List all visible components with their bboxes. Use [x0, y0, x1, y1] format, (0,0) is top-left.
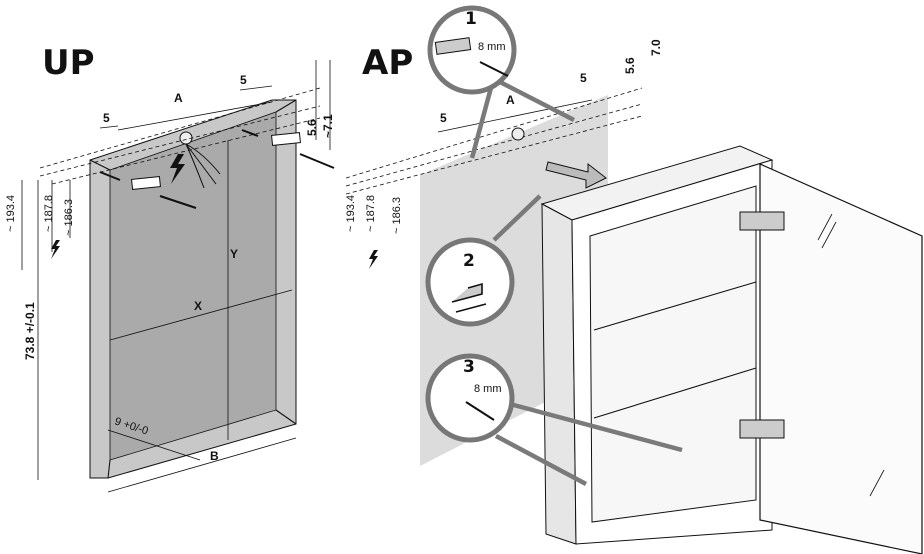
ap-dim-5-6: 5.6 — [623, 57, 637, 74]
mirror-door — [759, 163, 923, 554]
ap-dim-5-left: 5 — [440, 111, 447, 125]
callout-2-number: 2 — [463, 251, 475, 271]
clip-icon — [451, 282, 487, 313]
ap-dim-a: A — [506, 93, 515, 107]
bracket-right-icon — [241, 129, 335, 169]
up-dim-b: B — [210, 449, 219, 463]
ap-section: AP A 5 5 5.6 7.0 ~ 193.4 ~ 187.8 ~ 186.3 — [345, 5, 923, 554]
ap-dim-5-right: 5 — [580, 71, 587, 85]
up-dim-193-4: ~ 193.4 — [5, 195, 17, 232]
callout-3: 3 8 mm — [425, 353, 683, 486]
up-title: UP — [42, 43, 95, 83]
up-dim-186-3: ~ 186.3 — [63, 199, 75, 236]
ap-dim-193-4: ~ 193.4 — [345, 195, 357, 232]
electric-hazard-ap-icon — [369, 250, 378, 269]
electric-hazard-small-icon — [51, 240, 60, 259]
ap-dim-186-3: ~ 186.3 — [391, 197, 403, 234]
up-dim-187-8: ~ 187.8 — [43, 195, 55, 232]
bracket-left-icon — [99, 171, 197, 209]
callout-3-number: 3 — [463, 357, 475, 377]
electric-hazard-icon — [170, 154, 185, 184]
ap-dim-7-0: 7.0 — [649, 39, 663, 56]
up-section: UP A 5 5 — [5, 43, 335, 493]
hinge-bottom-icon — [739, 419, 785, 439]
callout-3-label: 8 mm — [474, 383, 502, 395]
up-dim-a: A — [174, 91, 183, 105]
hinge-top-icon — [739, 211, 785, 231]
mount-arrow-icon — [545, 161, 607, 189]
up-dim-5-left: 5 — [103, 111, 110, 125]
ap-cable-entry-icon — [511, 127, 525, 141]
callout-1-label: 8 mm — [478, 41, 506, 53]
up-dim-73-8: 73.8 +/-0.1 — [23, 302, 37, 360]
ap-title: AP — [362, 43, 413, 83]
callout-2: 2 — [425, 194, 542, 327]
ap-dim-187-8: ~ 187.8 — [365, 195, 377, 232]
up-dim-5-right: 5 — [240, 73, 247, 87]
screw-icon — [465, 401, 495, 421]
cable-entry-icon — [179, 131, 193, 145]
up-dim-y: Y — [230, 247, 238, 261]
up-dim-x: X — [194, 299, 202, 313]
mirror-cabinet — [540, 145, 923, 554]
up-dim-5-6: 5.6 — [305, 119, 319, 136]
callout-1-number: 1 — [465, 9, 477, 29]
up-dim-7-1: ~7.1 — [321, 114, 335, 138]
callout-1: 1 8 mm — [427, 5, 576, 159]
bracket-icon — [434, 37, 472, 55]
